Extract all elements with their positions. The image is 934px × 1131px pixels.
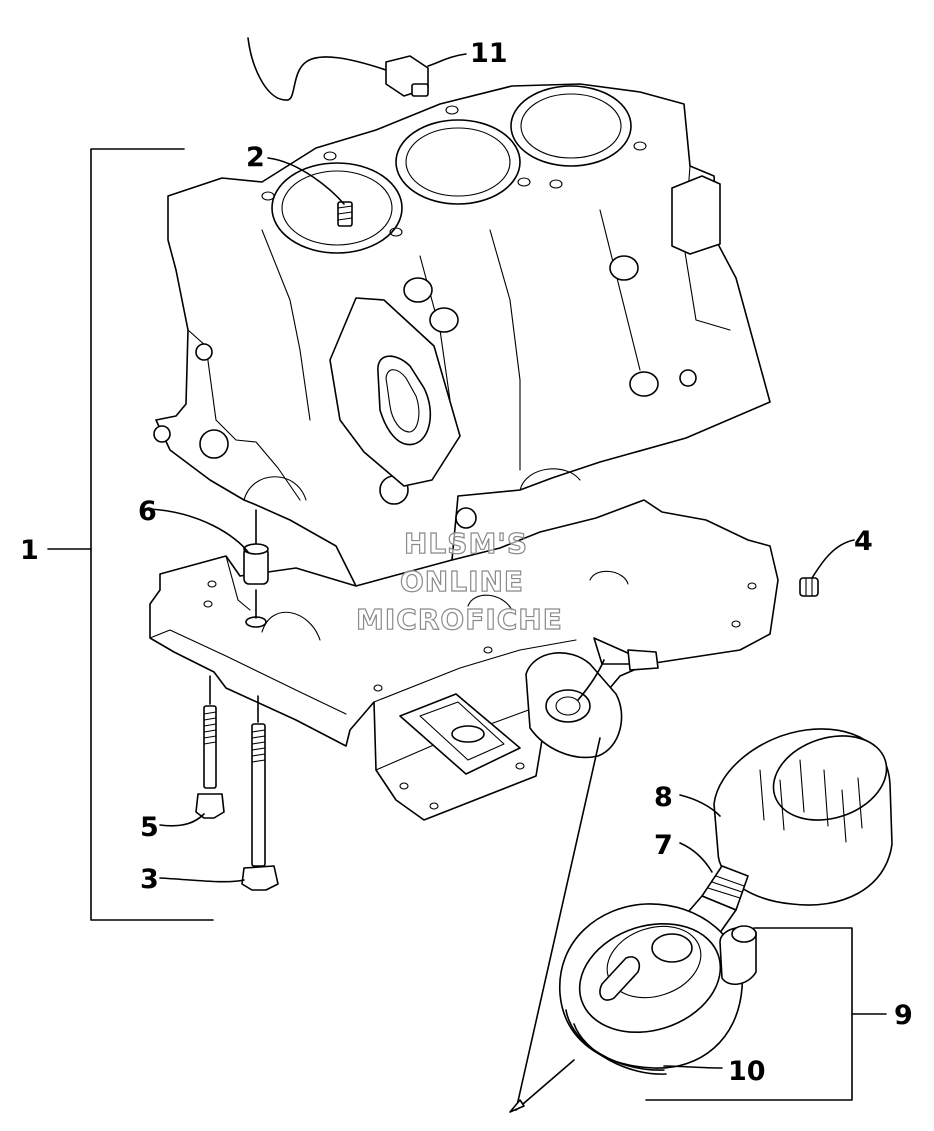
oil-filter[interactable]: [713, 722, 898, 906]
leader-lines: [149, 53, 887, 1113]
callout-9: 9: [894, 1000, 913, 1031]
callout-10: 10: [728, 1056, 766, 1087]
bolt-long[interactable]: [241, 695, 279, 891]
gasket[interactable]: [565, 1009, 667, 1075]
oil-filter-adapter[interactable]: [559, 903, 757, 1069]
callout-1: 1: [20, 535, 39, 566]
watermark-line-3: MICROFICHE: [356, 603, 563, 636]
callout-5: 5: [140, 812, 159, 843]
callout-7: 7: [654, 830, 673, 861]
dowel-pin[interactable]: [243, 509, 269, 628]
callout-8: 8: [654, 782, 673, 813]
callout-6: 6: [138, 496, 157, 527]
plug[interactable]: [799, 577, 819, 597]
watermark: HLSM'S ONLINE MICROFICHE: [355, 526, 563, 636]
callout-2: 2: [246, 142, 265, 173]
watermark-line-2: ONLINE: [400, 565, 524, 598]
callouts: 11 2 1 6 4 5 3 8 7 9 10: [20, 38, 913, 1087]
bolt-short[interactable]: [195, 675, 225, 819]
lower-crankcase[interactable]: [149, 499, 779, 821]
callout-3: 3: [140, 864, 159, 895]
assembly-bracket: [47, 148, 214, 921]
cylinder-block[interactable]: [153, 83, 771, 587]
watermark-line-1: HLSM'S: [404, 527, 528, 560]
stud[interactable]: [337, 201, 353, 227]
callout-11: 11: [470, 38, 508, 69]
callout-4: 4: [854, 526, 873, 557]
knock-sensor[interactable]: [247, 37, 429, 101]
